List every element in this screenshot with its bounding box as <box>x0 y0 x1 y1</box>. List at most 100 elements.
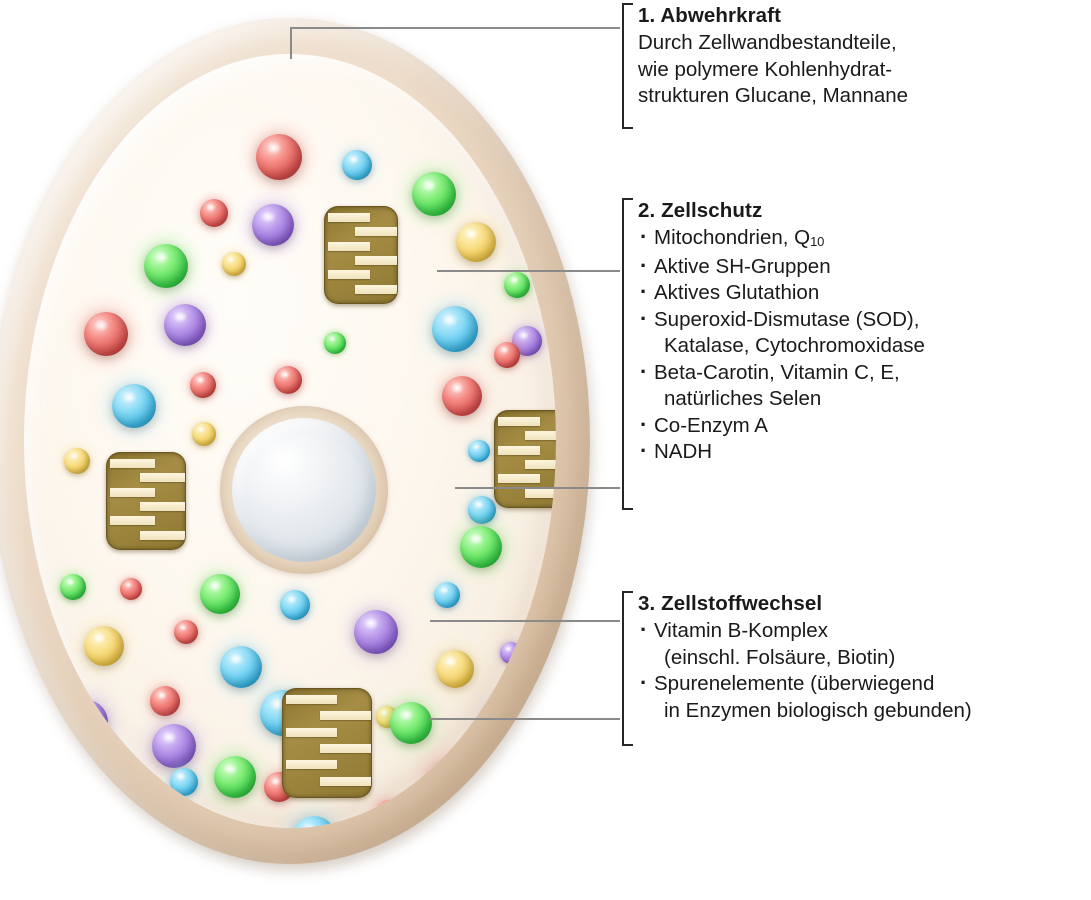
crista <box>525 460 556 469</box>
crista <box>355 227 397 236</box>
granule-blue <box>432 306 478 352</box>
crista <box>498 446 540 455</box>
nucleus-envelope <box>220 406 388 574</box>
bracket-3 <box>622 591 633 746</box>
granule-green <box>324 332 346 354</box>
bracket-2 <box>622 198 633 510</box>
block-2-item-0: Mitochondrien, Q10 <box>638 224 1091 254</box>
block-2-item-7: Co-Enzym A <box>638 412 1091 440</box>
block-1-line-1: Durch Zellwandbestandteile, <box>638 31 897 54</box>
granule-red <box>174 620 198 644</box>
granule-red <box>200 199 228 227</box>
crista <box>525 489 556 498</box>
block-2-item-2: Aktives Glutathion <box>638 279 1091 307</box>
crista <box>110 488 155 497</box>
crista <box>110 459 155 468</box>
granule-red <box>442 376 482 416</box>
crista <box>320 711 371 720</box>
block-1-line-3: strukturen Glucane, Mannane <box>638 84 909 107</box>
granule-yellow <box>192 422 216 446</box>
crista <box>498 474 540 483</box>
granule-blue <box>170 768 198 796</box>
granule-blue <box>280 590 310 620</box>
granule-red <box>134 810 176 828</box>
granule-purple <box>484 702 528 746</box>
granule-green <box>214 756 256 798</box>
block-3-item-1: (einschl. Folsäure, Biotin) <box>664 645 896 669</box>
granule-red <box>274 366 302 394</box>
granule-blue <box>112 384 156 428</box>
block-2-title: 2. Zellschutz <box>638 199 763 222</box>
granule-red <box>494 342 520 368</box>
granule-purple <box>152 724 196 768</box>
crista <box>328 270 370 279</box>
granule-green <box>144 244 188 288</box>
bracket-1 <box>622 3 633 129</box>
block-2-item-0-text: Mitochondrien, Q <box>654 226 811 249</box>
leader-line-3b <box>430 718 620 720</box>
granule-green <box>60 574 86 600</box>
granule-red <box>256 134 302 180</box>
annotation-block-2: 2. Zellschutz Mitochondrien, Q10 Aktive … <box>622 198 1091 510</box>
granule-yellow <box>84 626 124 666</box>
leader-line-3a <box>430 620 620 622</box>
granule-red <box>376 800 402 826</box>
granule-green <box>412 172 456 216</box>
granule-purple <box>354 610 398 654</box>
crista <box>320 744 371 753</box>
crista <box>140 531 185 540</box>
mitochondrion <box>494 410 556 508</box>
block-3-item-2: Spurenelemente (überwiegend <box>638 670 1091 698</box>
block-3-list: Vitamin B-Komplex (einschl. Folsäure, Bi… <box>638 617 1091 724</box>
granule-yellow <box>456 222 496 262</box>
crista <box>355 285 397 294</box>
block-2-item-4: Katalase, Cytochromoxidase <box>664 334 925 357</box>
crista <box>320 777 371 786</box>
block-3-title: 3. Zellstoffwechsel <box>638 592 823 615</box>
granule-blue <box>292 816 336 828</box>
granule-blue <box>220 646 262 688</box>
mitochondrion <box>106 452 186 550</box>
leader-line-2a <box>437 270 620 272</box>
nucleus <box>232 418 376 562</box>
crista <box>328 213 370 222</box>
block-2-item-1: Aktive SH-Gruppen <box>638 253 1091 281</box>
granule-red <box>150 686 180 716</box>
crista <box>328 242 370 251</box>
granule-green <box>504 272 530 298</box>
crista <box>140 473 185 482</box>
granule-red <box>84 312 128 356</box>
crista <box>498 417 540 426</box>
granule-blue <box>434 582 460 608</box>
q10-subscript: 10 <box>810 234 825 249</box>
leader-line-1-vertical <box>290 27 292 59</box>
crista <box>140 502 185 511</box>
cytoplasm <box>24 54 556 828</box>
crista <box>525 431 556 440</box>
crista <box>286 695 337 704</box>
block-1-line-2: wie polymere Kohlenhydrat- <box>638 57 893 81</box>
granule-red <box>428 760 472 804</box>
mitochondrion <box>324 206 398 304</box>
crista <box>286 728 337 737</box>
block-2-item-5: Beta-Carotin, Vitamin C, E, <box>638 359 1091 387</box>
block-2-list: Mitochondrien, Q10 Aktive SH-Gruppen Akt… <box>638 224 1091 466</box>
annotation-block-3: 3. Zellstoffwechsel Vitamin B-Komplex (e… <box>622 591 1091 746</box>
block-2-item-3: Superoxid-Dismutase (SOD), <box>638 306 1091 334</box>
block-2-item-6: natürliches Selen <box>664 387 822 410</box>
annotation-block-1: 1. Abwehrkraft Durch Zellwandbestandteil… <box>622 3 1091 129</box>
granule-purple <box>164 304 206 346</box>
crista <box>286 760 337 769</box>
crista <box>110 516 155 525</box>
granule-blue <box>468 440 490 462</box>
granule-red <box>190 372 216 398</box>
block-1-title: 1. Abwehrkraft <box>638 4 782 27</box>
granule-purple <box>500 642 522 664</box>
granule-green <box>460 526 502 568</box>
granule-purple <box>252 204 294 246</box>
leader-line-2b <box>455 487 620 489</box>
block-3-item-3: in Enzymen biologisch gebunden) <box>664 698 972 722</box>
granule-yellow <box>436 650 474 688</box>
granule-blue <box>342 150 372 180</box>
